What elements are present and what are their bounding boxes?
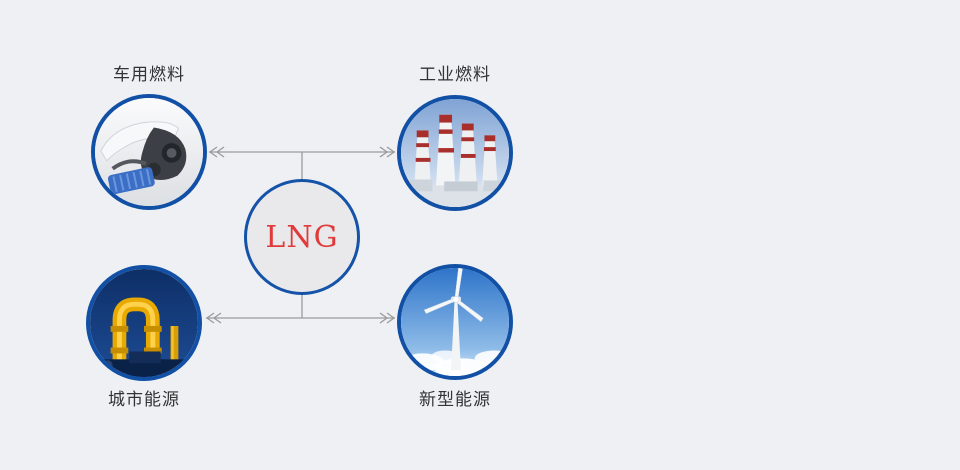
node-image-wind-turbine bbox=[397, 264, 513, 380]
car-engine-illustration bbox=[95, 98, 203, 206]
node-image-power-plant bbox=[397, 95, 513, 211]
node-image-gas-pipeline bbox=[86, 265, 202, 381]
lng-center-node: LNG bbox=[244, 179, 360, 295]
wind-turbine-illustration bbox=[401, 268, 509, 376]
pipeline-illustration bbox=[90, 269, 198, 377]
node-label-city-energy: 城市能源 bbox=[108, 390, 180, 409]
node-label-industrial-fuel: 工业燃料 bbox=[419, 65, 491, 84]
chimneys-illustration bbox=[401, 99, 509, 207]
node-image-car-engine bbox=[91, 94, 207, 210]
node-label-new-energy: 新型能源 bbox=[419, 390, 491, 409]
lng-label: LNG bbox=[265, 219, 339, 255]
node-label-vehicle-fuel: 车用燃料 bbox=[113, 65, 185, 84]
